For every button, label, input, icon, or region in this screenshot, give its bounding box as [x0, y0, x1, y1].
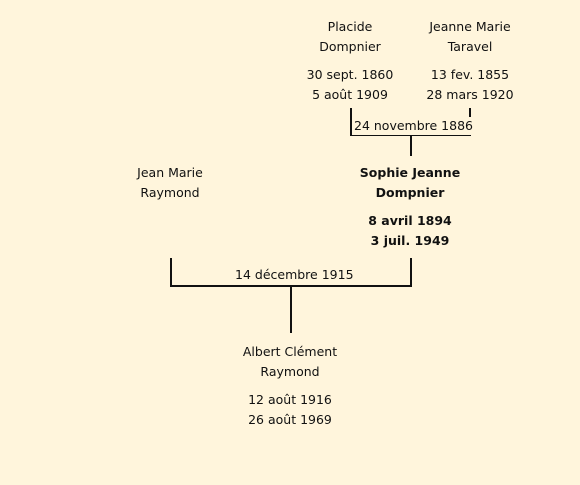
person-placide-dompnier: Placide Dompnier 30 sept. 1860 5 août 19…: [280, 17, 420, 105]
person-first-name: Jeanne Marie: [429, 19, 511, 34]
person-sophie-jeanne-dompnier: Sophie Jeanne Dompnier 8 avril 1894 3 ju…: [340, 163, 480, 251]
person-last-name: Raymond: [140, 185, 200, 200]
person-first-name: Placide: [327, 19, 373, 34]
person-last-name: Taravel: [447, 39, 493, 54]
person-birth-date: 12 août 1916: [248, 392, 332, 407]
marriage-date-label: 14 décembre 1915: [233, 266, 356, 284]
person-first-name: Albert Clément: [242, 344, 338, 359]
person-last-name: Dompnier: [319, 39, 381, 54]
person-first-name: Jean Marie: [137, 165, 203, 180]
marriage-date-label: 24 novembre 1886: [352, 117, 475, 135]
connector-line: [170, 258, 172, 287]
person-birth-date: 8 avril 1894: [368, 213, 452, 228]
person-death-date: 3 juil. 1949: [370, 233, 450, 248]
connector-line: [290, 285, 292, 333]
person-birth-date: 13 fev. 1855: [430, 67, 510, 82]
person-jean-marie-raymond: Jean Marie Raymond: [100, 163, 240, 203]
person-death-date: 26 août 1969: [248, 412, 332, 427]
connector-line: [350, 108, 352, 136]
person-death-date: 5 août 1909: [312, 87, 388, 102]
person-last-name: Dompnier: [375, 185, 445, 200]
person-albert-clement-raymond: Albert Clément Raymond 12 août 1916 26 a…: [220, 342, 360, 430]
person-birth-date: 30 sept. 1860: [306, 67, 394, 82]
person-first-name: Sophie Jeanne: [359, 165, 461, 180]
person-last-name: Raymond: [260, 364, 320, 379]
person-death-date: 28 mars 1920: [426, 87, 514, 102]
connector-line: [410, 134, 412, 156]
connector-line: [410, 258, 412, 287]
person-jeanne-marie-taravel: Jeanne Marie Taravel 13 fev. 1855 28 mar…: [400, 17, 540, 105]
